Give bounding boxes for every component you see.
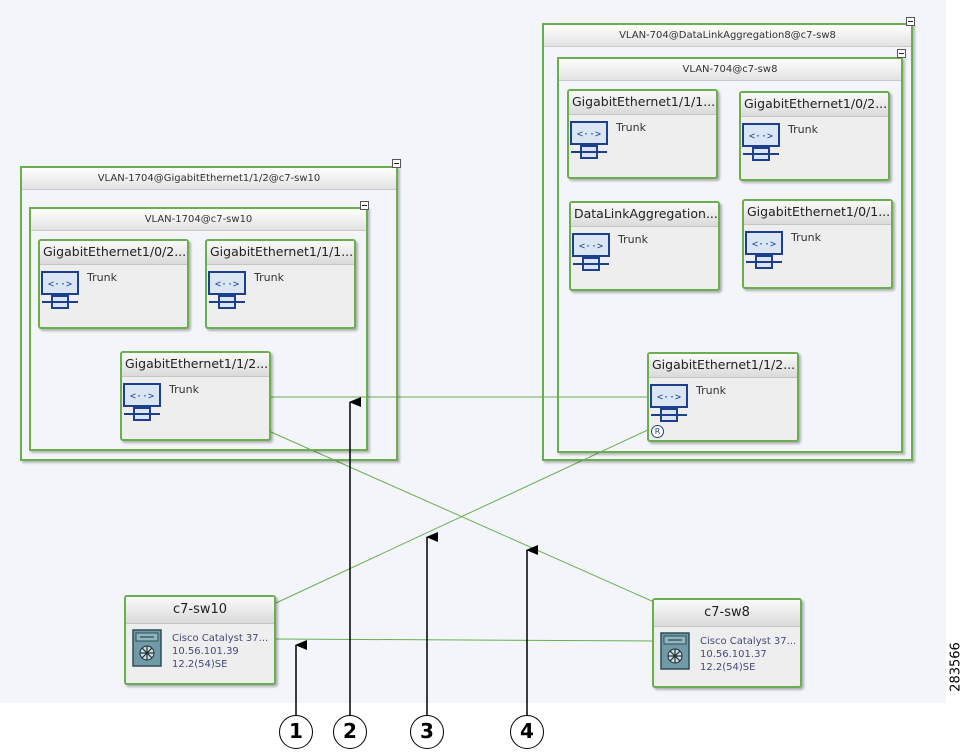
trunk-port-icon: <··>	[745, 231, 783, 269]
port-type: Trunk	[169, 383, 199, 396]
device-version: 12.2(54)SE	[700, 662, 756, 673]
device-details: Cisco Catalyst 37... 10.56.101.37 12.2(5…	[700, 635, 796, 674]
link-sw10-device-to-sw8-port[interactable]	[275, 427, 653, 604]
port-sw10-gi1-1-1[interactable]: GigabitEthernet1/1/1... <··> Trunk	[205, 239, 356, 329]
trunk-port-icon: <··>	[572, 233, 610, 271]
group-sw10-outer[interactable]: VLAN-1704@GigabitEthernet1/1/2@c7-sw10	[20, 166, 398, 461]
device-c7-sw10[interactable]: c7-sw10 Cisco Catalyst 37... 10.56.101.3…	[124, 595, 276, 685]
trunk-port-icon: <··>	[570, 121, 608, 159]
device-name: c7-sw8	[654, 600, 800, 627]
trunk-port-icon: <··>	[208, 271, 246, 309]
trunk-port-icon: <··>	[742, 123, 780, 161]
callout-2: 2	[333, 715, 367, 749]
port-sw8-gi1-0-2[interactable]: GigabitEthernet1/0/2... <··> Trunk	[739, 91, 890, 181]
svg-text:<··>: <··>	[749, 131, 773, 142]
callout-4: 4	[510, 715, 544, 749]
device-ip: 10.56.101.39	[172, 646, 239, 657]
svg-text:<··>: <··>	[752, 239, 776, 250]
svg-text:<··>: <··>	[48, 279, 72, 290]
port-type: Trunk	[791, 231, 821, 244]
group-sw8-inner[interactable]: VLAN-704@c7-sw8	[557, 57, 903, 453]
device-c7-sw8[interactable]: c7-sw8 Cisco Catalyst 37... 10.56.101.37…	[652, 598, 802, 688]
port-label: GigabitEthernet1/1/1...	[569, 91, 716, 115]
svg-text:<··>: <··>	[579, 241, 603, 252]
callout-3: 3	[410, 715, 444, 749]
collapse-sw10-inner-button[interactable]	[360, 201, 369, 210]
group-sw8-inner-title: VLAN-704@c7-sw8	[559, 59, 901, 81]
device-version: 12.2(54)SE	[172, 659, 228, 670]
port-label: GigabitEthernet1/1/1...	[207, 241, 354, 265]
group-sw10-inner[interactable]: VLAN-1704@c7-sw10	[29, 207, 368, 451]
group-sw8-outer-title: VLAN-704@DataLinkAggregation8@c7-sw8	[544, 25, 911, 47]
svg-text:<··>: <··>	[215, 279, 239, 290]
port-type: Trunk	[254, 271, 284, 284]
group-sw8-outer[interactable]: VLAN-704@DataLinkAggregation8@c7-sw8	[542, 23, 913, 461]
port-sw8-gi1-0-1[interactable]: GigabitEthernet1/0/1... <··> Trunk	[742, 199, 893, 289]
port-sw8-gi1-1-2[interactable]: GigabitEthernet1/1/2... <··> Trunk R	[647, 352, 799, 442]
port-label: GigabitEthernet1/0/2...	[741, 93, 888, 117]
port-sw10-gi1-1-2[interactable]: GigabitEthernet1/1/2... <··> Trunk	[120, 351, 271, 441]
port-label: GigabitEthernet1/1/2...	[122, 353, 269, 377]
device-model: Cisco Catalyst 37...	[172, 633, 269, 644]
collapse-sw8-inner-button[interactable]	[897, 49, 906, 58]
port-type: Trunk	[788, 123, 818, 136]
group-sw10-outer-title: VLAN-1704@GigabitEthernet1/1/2@c7-sw10	[22, 168, 396, 190]
port-type: Trunk	[616, 121, 646, 134]
trunk-port-icon: <··>	[41, 271, 79, 309]
port-type: Trunk	[618, 233, 648, 246]
link-sw10-device-to-sw8-device[interactable]	[275, 638, 653, 642]
port-sw8-gi1-1-1[interactable]: GigabitEthernet1/1/1... <··> Trunk	[567, 89, 718, 179]
collapse-sw8-outer-button[interactable]	[906, 17, 915, 26]
device-model: Cisco Catalyst 37...	[700, 636, 797, 647]
figure-id-text: 283566	[948, 642, 964, 692]
port-label: GigabitEthernet1/0/1...	[744, 201, 891, 225]
callout-1: 1	[279, 715, 313, 749]
device-ip: 10.56.101.37	[700, 649, 767, 660]
port-type: Trunk	[87, 271, 117, 284]
svg-text:<··>: <··>	[130, 391, 154, 402]
svg-text:<··>: <··>	[577, 129, 601, 140]
port-label: DataLinkAggregation...	[571, 203, 718, 227]
group-sw10-inner-title: VLAN-1704@c7-sw10	[31, 209, 366, 231]
switch-icon	[660, 632, 690, 670]
svg-text:<··>: <··>	[657, 392, 681, 403]
device-name: c7-sw10	[126, 597, 274, 624]
port-sw10-gi1-0-2[interactable]: GigabitEthernet1/0/2... <··> Trunk	[38, 239, 189, 329]
trunk-port-icon: <··>	[650, 384, 688, 422]
port-label: GigabitEthernet1/0/2...	[40, 241, 187, 265]
registered-badge-icon: R	[651, 425, 664, 438]
switch-icon	[132, 629, 162, 667]
port-type: Trunk	[696, 384, 726, 397]
port-sw8-dla[interactable]: DataLinkAggregation... <··> Trunk	[569, 201, 720, 291]
port-label: GigabitEthernet1/1/2...	[649, 354, 797, 378]
collapse-sw10-outer-button[interactable]	[392, 159, 401, 168]
trunk-port-icon: <··>	[123, 383, 161, 421]
device-details: Cisco Catalyst 37... 10.56.101.39 12.2(5…	[172, 632, 268, 671]
figure-id: 283566	[946, 612, 966, 722]
